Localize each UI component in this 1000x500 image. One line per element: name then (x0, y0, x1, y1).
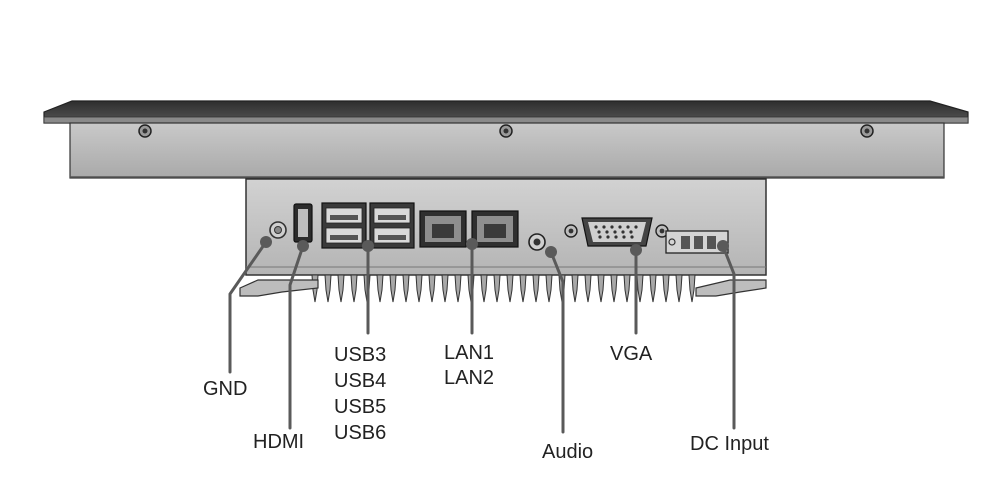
lan-port-icon (471, 210, 519, 248)
heatsink-fin (402, 274, 410, 303)
heatsink-fin (519, 274, 527, 303)
heatsink-fin (636, 274, 644, 303)
gnd-leader (228, 240, 268, 374)
heatsink-fin (428, 274, 436, 303)
lan-port-icon (419, 210, 467, 248)
label-usb5: USB5 (334, 396, 387, 418)
dc-input-terminal-icon (665, 230, 729, 254)
heatsink-fin (545, 274, 553, 303)
hdmi-leader (288, 244, 305, 430)
chassis-body (69, 122, 945, 179)
heatsink-fin (376, 274, 384, 303)
heatsink-fin (480, 274, 488, 303)
mount-foot-left (239, 279, 319, 297)
front-bezel (43, 100, 969, 124)
heatsink-fin (675, 274, 683, 303)
leader-endpoints (260, 236, 729, 258)
label-usb6: USB6 (334, 422, 387, 444)
heatsink-fin (623, 274, 631, 303)
screw-icon (860, 124, 874, 138)
heatsink-fin (649, 274, 657, 303)
hdmi-port-icon (293, 203, 313, 243)
mount-foot-right (695, 279, 767, 297)
usb-port-stack-icon (369, 202, 415, 249)
screw-icon (499, 124, 513, 138)
heatsink-fin (571, 274, 579, 303)
screw-icon (138, 124, 152, 138)
heatsink-fin (610, 274, 618, 303)
audio-jack-icon (528, 233, 546, 251)
label-usb4: USB4 (334, 370, 387, 392)
heatsink-fin (584, 274, 592, 303)
heatsink-fin (324, 274, 332, 303)
label-hdmi: HDMI (253, 431, 305, 453)
label-gnd: GND (203, 378, 248, 400)
label-lan1: LAN1 (444, 342, 495, 364)
heatsink-fin (662, 274, 670, 303)
heatsink-fin (350, 274, 358, 303)
heatsink-fins (311, 274, 696, 303)
usb-port-stack-icon (321, 202, 367, 249)
label-audio: Audio (542, 441, 594, 463)
heatsink-fin (688, 274, 696, 303)
heatsink-fin (337, 274, 345, 303)
label-usb3: USB3 (334, 344, 387, 366)
heatsink-fin (493, 274, 501, 303)
gnd-terminal-icon (269, 221, 287, 239)
heatsink-fin (597, 274, 605, 303)
heatsink-fin (506, 274, 514, 303)
heatsink-fin (532, 274, 540, 303)
callout-leaders (228, 240, 736, 434)
heatsink-fin (415, 274, 423, 303)
audio-leader (549, 250, 565, 434)
heatsink-fin (441, 274, 449, 303)
label-dc-input: DC Input (690, 433, 769, 455)
vga-port-icon (564, 217, 669, 247)
heatsink-fin (389, 274, 397, 303)
dc-input-leader (721, 244, 736, 430)
label-vga: VGA (610, 343, 653, 365)
heatsink-fin (454, 274, 462, 303)
label-lan2: LAN2 (444, 367, 495, 389)
